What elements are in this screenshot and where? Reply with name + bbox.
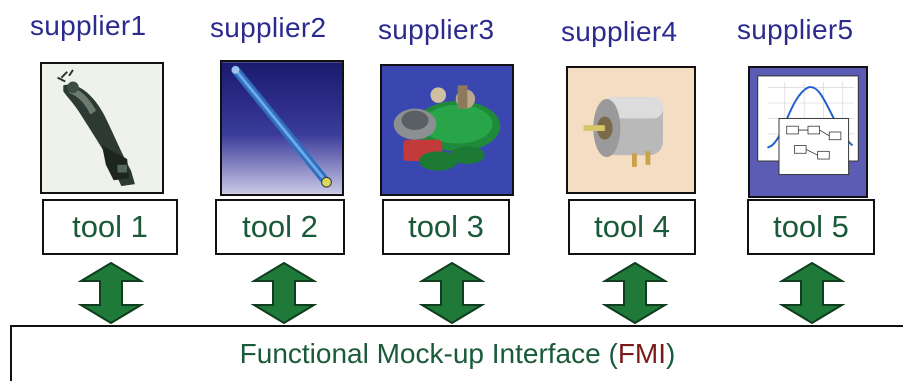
fmi-label-suffix: ) [666,338,676,369]
mechanical-part-image [40,62,164,194]
drive-shaft-image [220,60,344,196]
bidirectional-arrow-icon [602,262,668,324]
tool-box-5: tool 5 [747,199,875,255]
simulation-plot-image [748,66,868,198]
electric-motor-image [566,66,696,194]
supplier-label-1: supplier1 [30,10,147,41]
tool-box-4: tool 4 [568,199,696,255]
fmi-abbreviation: FMI [617,338,667,369]
supplier-label-3: supplier3 [378,14,495,45]
tool-box-3: tool 3 [382,199,510,255]
supplier-label-2: supplier2 [210,12,327,43]
bidirectional-arrow-icon [779,262,845,324]
fmi-interface-box: Functional Mock-up Interface (FMI) [10,325,903,381]
gear-assembly-image [380,64,514,196]
bidirectional-arrow-icon [78,262,144,324]
supplier-label-5: supplier5 [737,14,854,45]
bidirectional-arrow-icon [419,262,485,324]
tool-box-1: tool 1 [42,199,178,255]
bidirectional-arrow-icon [251,262,317,324]
fmi-label-prefix: Functional Mock-up Interface ( [239,338,618,369]
tool-box-2: tool 2 [215,199,345,255]
supplier-label-4: supplier4 [561,16,678,47]
